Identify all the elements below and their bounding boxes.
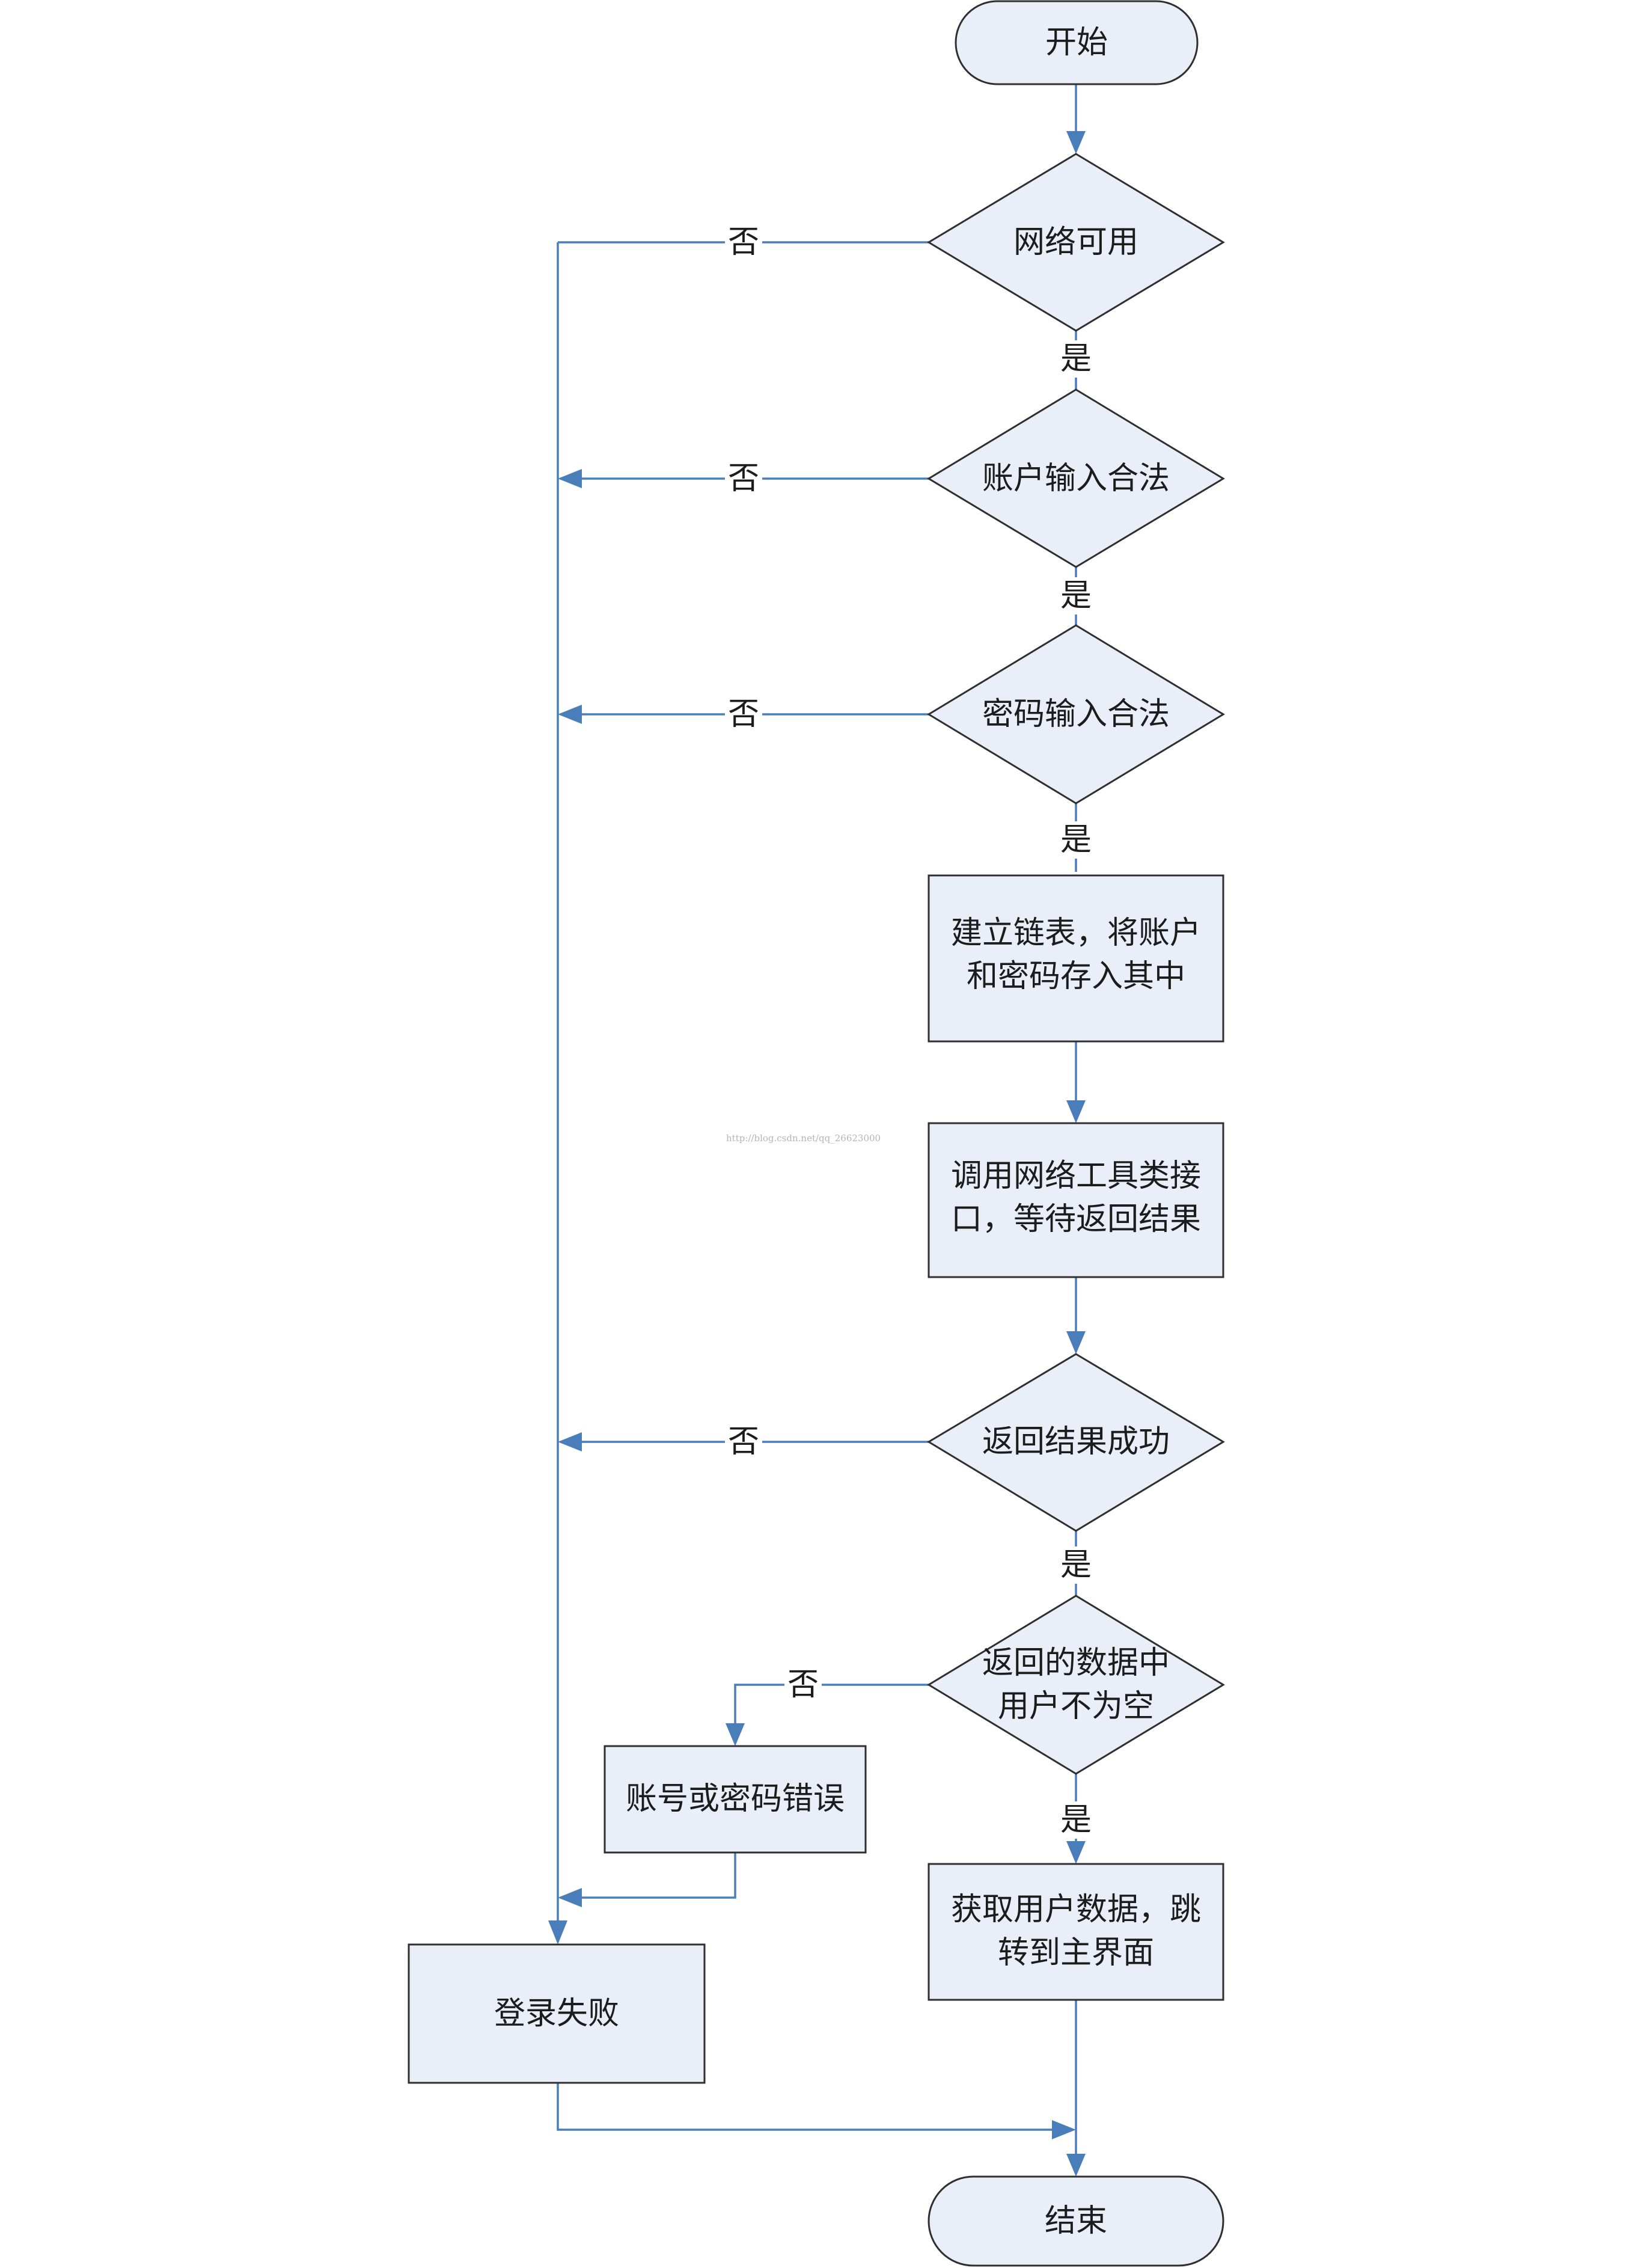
build-list-box [928,874,1224,1043]
node-result-success: 返回结果成功 [927,1353,1225,1532]
get-user-data-line-2: 转到主界面 [998,1935,1154,1971]
edge-failed-to-end [557,2083,1052,2131]
yes-label-password: 是 [1060,822,1092,858]
arrowhead-login-failed [548,1920,567,1945]
node-call-api: 调用网络工具类接 口，等待返回结果 [928,1122,1224,1278]
node-build-list: 建立链表，将账户 和密码存入其中 [928,874,1224,1043]
arrowhead-result-no [558,1432,582,1451]
account-error-label: 账号或密码错误 [626,1781,845,1817]
build-list-line-1: 建立链表，将账户 [951,915,1201,951]
start-label: 开始 [1045,25,1108,61]
edge-user-no [734,1684,929,1723]
build-list-line-2: 和密码存入其中 [967,958,1185,995]
node-get-user-data: 获取用户数据，跳 转到主界面 [928,1863,1224,2001]
node-user-not-empty: 返回的数据中 用户不为空 [927,1595,1225,1775]
network-label: 网络可用 [1013,224,1138,260]
edge-error-to-spine [582,1853,736,1899]
yes-label-account: 是 [1060,578,1092,614]
login-failed-label: 登录失败 [494,1996,619,2032]
arrowhead-account-error [726,1723,745,1746]
end-label: 结束 [1045,2203,1107,2239]
arrowhead-error-spine [558,1888,582,1907]
password-label: 密码输入合法 [982,696,1170,732]
result-decision [927,1353,1225,1532]
arrowhead-result [1066,1331,1086,1354]
node-account-valid: 账户输入合法 [927,388,1225,568]
network-decision [927,153,1225,332]
node-end: 结束 [928,2175,1224,2267]
user-line-2: 用户不为空 [998,1688,1154,1724]
login-failed-box [408,1943,706,2084]
node-login-failed: 登录失败 [408,1943,706,2084]
call-api-box [928,1122,1224,1278]
arrowhead-getdata [1066,1841,1086,1864]
account-label: 账户输入合法 [982,461,1170,497]
edge-labels: 是 是 是 是 是 否 否 否 否 否 [725,224,1094,1839]
yes-label-user: 是 [1060,1802,1092,1838]
no-label-user: 否 [787,1667,819,1703]
account-decision [927,388,1225,568]
no-label-password: 否 [728,696,759,732]
user-line-1: 返回的数据中 [982,1645,1170,1681]
start-terminator [955,0,1199,85]
call-api-line-1: 调用网络工具类接 [951,1158,1201,1194]
password-decision [927,624,1225,805]
node-password-valid: 密码输入合法 [927,624,1225,805]
arrowhead-failed-end [1052,2120,1076,2139]
arrowhead-end [1066,2154,1086,2177]
yes-label-result: 是 [1060,1547,1092,1583]
arrowhead-network [1066,131,1086,154]
arrowhead-account-no [558,469,582,488]
call-api-line-2: 口，等待返回结果 [951,1201,1201,1237]
node-network-ok: 网络可用 [927,153,1225,332]
no-label-network: 否 [728,224,759,260]
arrowhead-api [1066,1100,1086,1123]
account-error-box [604,1745,867,1854]
end-terminator [928,2175,1224,2267]
node-account-error: 账号或密码错误 [604,1745,867,1854]
get-user-data-line-1: 获取用户数据，跳 [951,1892,1201,1928]
arrowhead-password-no [558,705,582,724]
get-user-data-box [928,1863,1224,2001]
node-start: 开始 [955,0,1199,85]
user-decision [927,1595,1225,1775]
result-label: 返回结果成功 [982,1424,1170,1460]
no-label-account: 否 [728,461,759,497]
no-label-result: 否 [728,1424,759,1460]
watermark: http://blog.csdn.net/qq_26623000 [726,1133,881,1144]
yes-label-network: 是 [1060,341,1092,377]
